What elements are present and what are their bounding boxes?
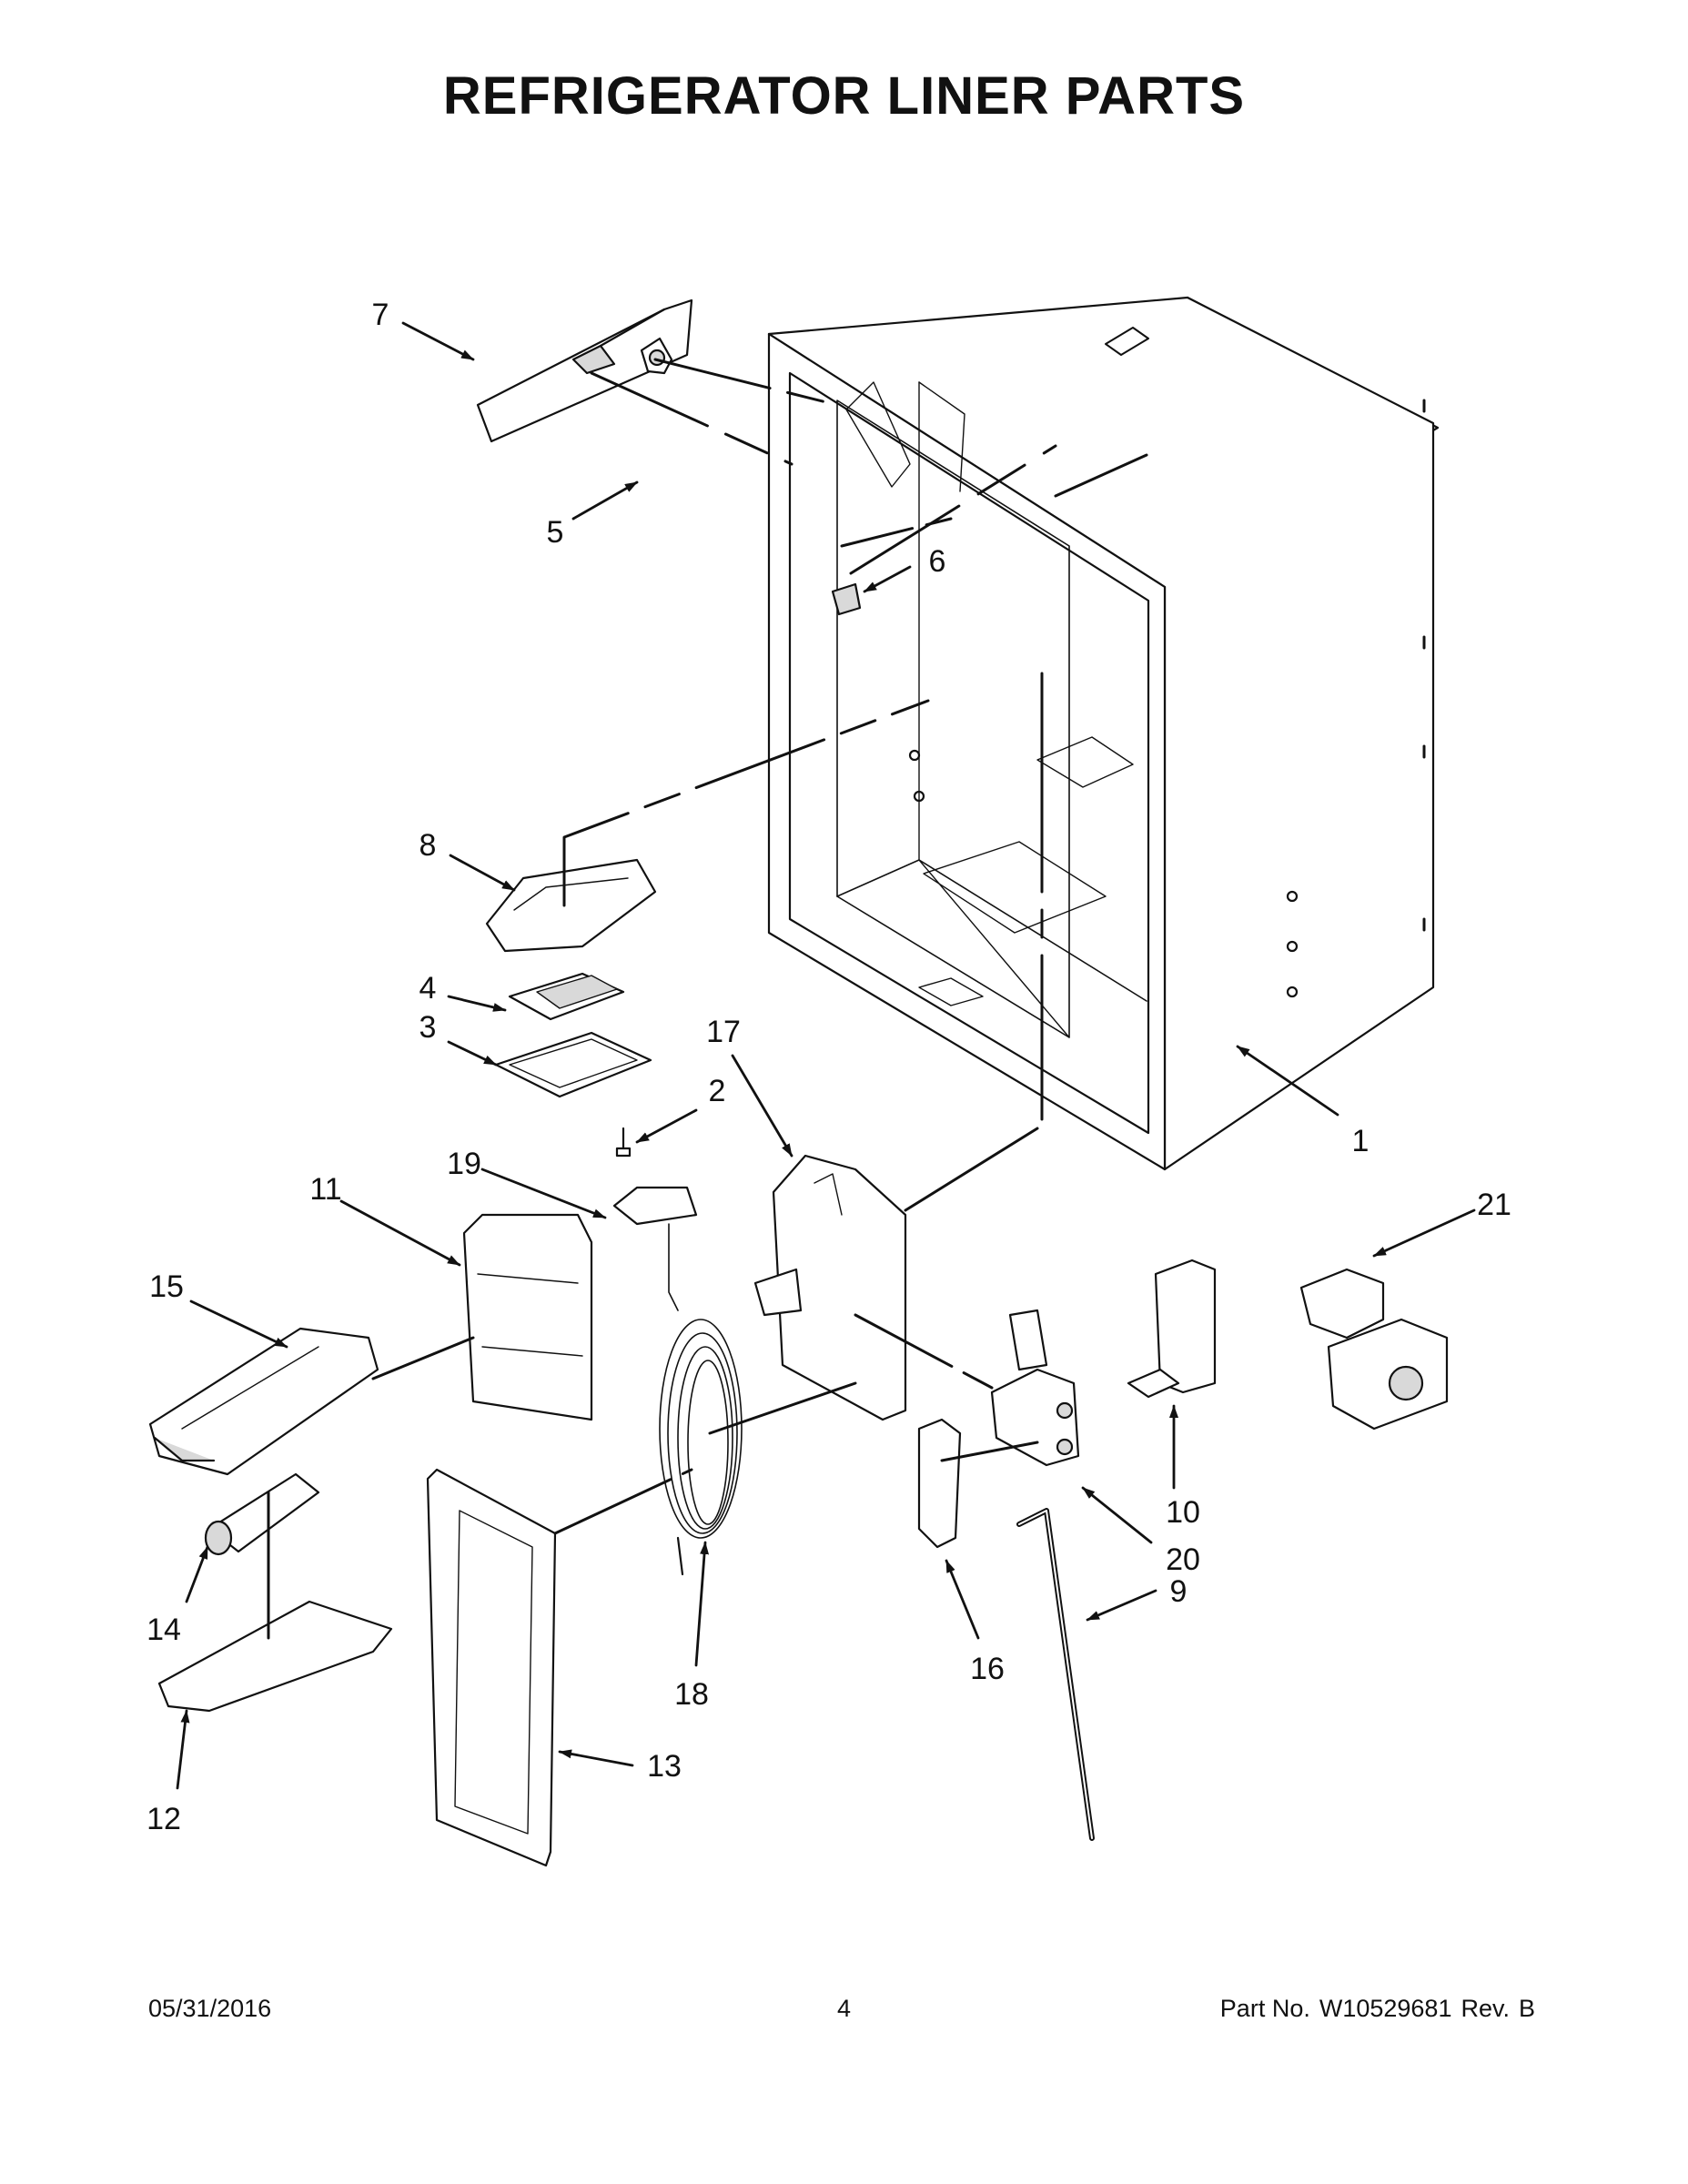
part-15 [148, 1327, 379, 1476]
part-16 [917, 1418, 962, 1549]
callout-19: 19 [447, 1147, 481, 1181]
callout-14: 14 [147, 1613, 181, 1647]
callout-5: 5 [547, 515, 564, 550]
footer-page-number: 4 [836, 1995, 852, 2022]
callout-18: 18 [674, 1677, 709, 1712]
callout-6: 6 [929, 544, 946, 579]
rev-label: Rev. [1461, 1995, 1510, 2022]
callout-17: 17 [706, 1015, 741, 1049]
rev-value: B [1518, 1995, 1535, 2022]
part-13 [426, 1468, 557, 1867]
part-4 [508, 972, 625, 1021]
callout-11: 11 [309, 1172, 341, 1207]
assembly-lines [267, 358, 1148, 1640]
part-9-tube [1016, 1508, 1095, 1841]
callout-3: 3 [419, 1010, 437, 1045]
leader-arrows [176, 321, 1476, 1790]
callout-15: 15 [149, 1269, 184, 1304]
callout-2: 2 [709, 1074, 726, 1108]
part-19 [612, 1186, 698, 1311]
part-12 [157, 1600, 393, 1713]
footer-part-number: Part No. W10529681 Rev. B [1220, 1995, 1535, 2023]
part-3 [494, 1031, 652, 1098]
callout-20: 20 [1166, 1542, 1200, 1577]
part-20-valve [990, 1309, 1080, 1467]
footer-date: 05/31/2016 [148, 1995, 272, 2022]
part-number: W10529681 [1319, 1995, 1452, 2022]
part-18-tubing [659, 1319, 743, 1576]
callout-10: 10 [1166, 1495, 1200, 1530]
part-14 [204, 1472, 320, 1556]
callout-21: 21 [1477, 1188, 1511, 1222]
part-5 [640, 337, 673, 375]
callout-12: 12 [147, 1802, 181, 1836]
callout-4: 4 [419, 971, 437, 1006]
callout-9: 9 [1170, 1574, 1188, 1609]
callout-16: 16 [970, 1652, 1005, 1686]
part-7 [476, 298, 693, 443]
callout-13: 13 [647, 1749, 682, 1784]
part-6 [831, 582, 862, 616]
part-17 [753, 1154, 907, 1421]
callout-numbers: 1 2 3 4 5 6 7 8 9 10 11 12 13 14 15 16 1… [147, 298, 1511, 1836]
part-2-screw [615, 1127, 632, 1158]
page-title: REFRIGERATOR LINER PARTS [442, 66, 1246, 126]
part-11 [462, 1213, 593, 1421]
callout-1: 1 [1352, 1124, 1370, 1158]
part-10 [1127, 1259, 1217, 1399]
part-8 [485, 858, 657, 953]
part-label: Part No. [1219, 1995, 1310, 2022]
callout-7: 7 [372, 298, 389, 332]
callout-8: 8 [419, 828, 437, 863]
part-21-valve [1299, 1268, 1449, 1431]
part-1-liner [767, 296, 1440, 1171]
